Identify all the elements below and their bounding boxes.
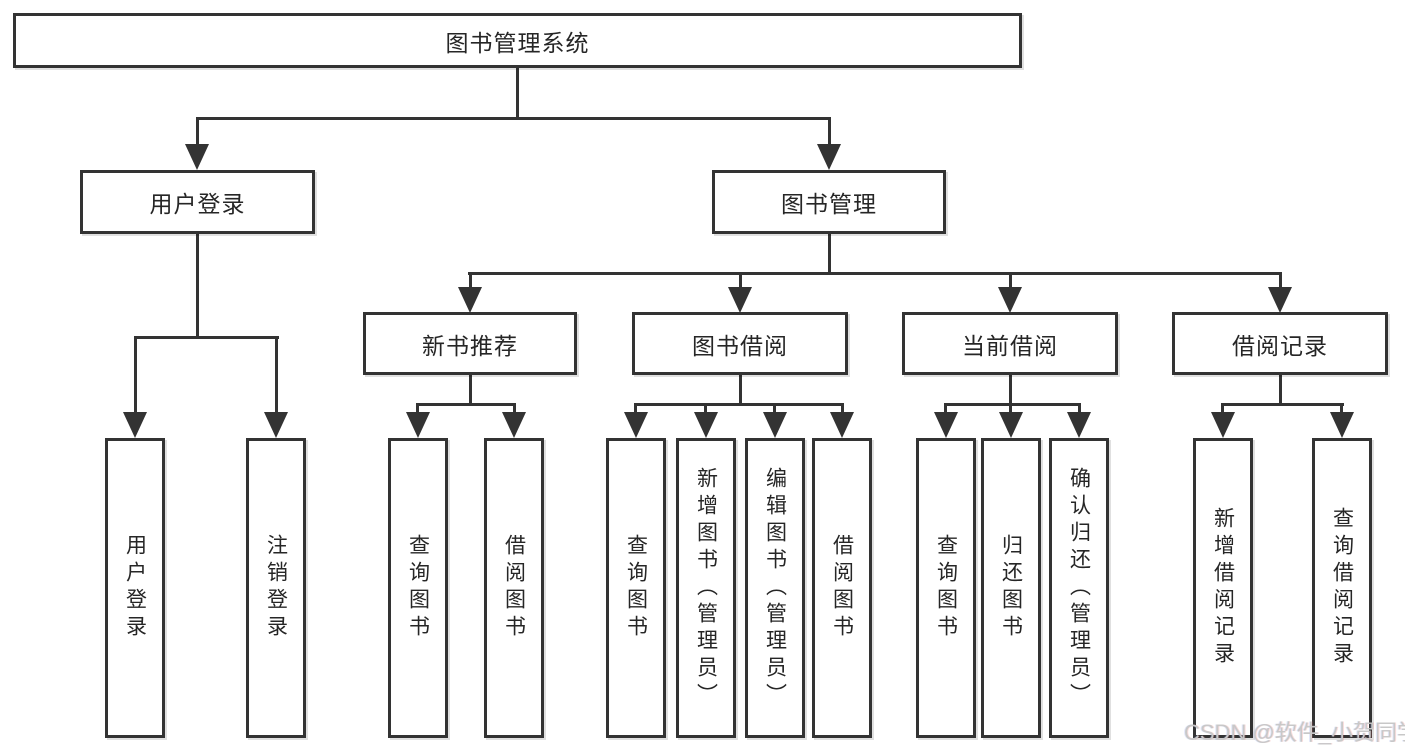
node-label: 当前借阅 <box>962 332 1058 359</box>
arrowhead-to-query-books-3 <box>934 412 958 438</box>
leaf-query-books-1: 查询图书 <box>388 438 448 738</box>
node-label: 图书管理 <box>781 191 877 217</box>
node-label: 图书借阅 <box>692 332 788 359</box>
leaf-label: 查询图书 <box>934 534 958 642</box>
leaf-query-borrow-record: 查询借阅记录 <box>1312 438 1372 738</box>
connector-rec-stem-2 <box>513 403 516 415</box>
leaf-label: 借阅图书 <box>830 534 854 642</box>
connector-bookmgmt-stem <box>828 234 831 275</box>
connector-records-hbar <box>1221 403 1344 406</box>
connector-current-stem-2 <box>1009 403 1012 415</box>
connector-rec-hbar <box>416 403 516 406</box>
connector-current-hbar <box>944 403 1081 406</box>
node-book-management: 图书管理 <box>712 170 946 234</box>
watermark-csdn: CSDN @软件_小贺同学 <box>1184 720 1405 745</box>
connector-records-stem <box>1279 375 1282 406</box>
connector-records-stem-1 <box>1221 403 1224 415</box>
node-library-management-system: 图书管理系统 <box>13 13 1022 68</box>
leaf-label: 借阅图书 <box>502 534 526 642</box>
connector-userlogin-hbar <box>134 336 279 339</box>
leaf-confirm-return-admin: 确认归还（管理员） <box>1049 438 1109 738</box>
leaf-logout: 注销登录 <box>246 438 306 738</box>
leaf-label: 确认归还（管理员） <box>1067 466 1091 710</box>
leaf-label: 查询图书 <box>624 534 648 642</box>
node-new-book-recommendation: 新书推荐 <box>363 312 577 375</box>
connector-borrowing-hbar <box>634 403 844 406</box>
connector-borrowing-stem-2 <box>704 403 707 415</box>
leaf-label: 查询图书 <box>406 534 430 642</box>
arrowhead-to-edit-book-admin <box>763 412 787 438</box>
connector-current-stem <box>1009 375 1012 406</box>
arrowhead-to-leaf-user-login <box>123 412 147 438</box>
leaf-user-login: 用户登录 <box>105 438 165 738</box>
leaf-label: 新增借阅记录 <box>1211 507 1235 669</box>
leaf-label: 用户登录 <box>123 534 147 642</box>
node-label: 新书推荐 <box>422 332 518 359</box>
node-user-login: 用户登录 <box>80 170 315 234</box>
connector-records-stem-2 <box>1340 403 1343 415</box>
arrowhead-to-borrow-books-2 <box>830 412 854 438</box>
arrowhead-to-current-borrowing <box>998 287 1022 313</box>
arrowhead-to-book-management <box>817 144 841 170</box>
leaf-borrow-books-1: 借阅图书 <box>484 438 544 738</box>
arrowhead-to-query-books-1 <box>406 412 430 438</box>
leaf-label: 归还图书 <box>999 534 1023 642</box>
connector-bookmgmt-stem-4 <box>1279 272 1282 289</box>
connector-current-stem-3 <box>1078 403 1081 415</box>
leaf-label: 查询借阅记录 <box>1330 507 1354 669</box>
connector-current-stem-1 <box>944 403 947 415</box>
connector-rec-stem-1 <box>416 403 419 415</box>
leaf-add-book-admin: 新增图书（管理员） <box>676 438 736 738</box>
leaf-label: 编辑图书（管理员） <box>763 466 787 710</box>
leaf-edit-book-admin: 编辑图书（管理员） <box>745 438 805 738</box>
leaf-label: 新增图书（管理员） <box>694 466 718 710</box>
arrowhead-to-borrow-books-1 <box>502 412 526 438</box>
node-book-borrowing: 图书借阅 <box>632 312 848 375</box>
arrowhead-to-book-borrowing <box>728 287 752 313</box>
leaf-query-books-2: 查询图书 <box>606 438 666 738</box>
leaf-return-book: 归还图书 <box>981 438 1041 738</box>
arrowhead-to-query-borrow-record <box>1330 412 1354 438</box>
connector-bookmgmt-hbar <box>468 272 1282 275</box>
arrowhead-to-leaf-logout <box>264 412 288 438</box>
leaf-add-borrow-record: 新增借阅记录 <box>1193 438 1253 738</box>
connector-root-right-stem <box>828 117 831 146</box>
connector-userlogin-stem <box>196 234 199 339</box>
arrowhead-to-user-login <box>185 144 209 170</box>
connector-borrowing-stem-3 <box>773 403 776 415</box>
arrowhead-to-confirm-return-admin <box>1067 412 1091 438</box>
node-label: 用户登录 <box>149 191 246 217</box>
connector-borrowing-stem-1 <box>634 403 637 415</box>
arrowhead-to-add-book-admin <box>694 412 718 438</box>
connector-root-hbar <box>196 117 831 120</box>
node-label: 图书管理系统 <box>445 29 590 56</box>
connector-bookmgmt-stem-3 <box>1009 272 1012 289</box>
connector-userlogin-left-stem <box>134 336 137 414</box>
connector-root-stem <box>516 68 519 120</box>
connector-bookmgmt-stem-1 <box>469 272 472 289</box>
arrowhead-to-borrowing-records <box>1268 287 1292 313</box>
connector-userlogin-right-stem <box>275 336 278 414</box>
connector-borrowing-stem <box>739 375 742 406</box>
node-borrowing-records: 借阅记录 <box>1172 312 1388 375</box>
arrowhead-to-query-books-2 <box>624 412 648 438</box>
connector-borrowing-stem-4 <box>841 403 844 415</box>
arrowhead-to-new-book-recommendation <box>458 287 482 313</box>
arrowhead-to-return-book <box>999 412 1023 438</box>
arrowhead-to-add-borrow-record <box>1211 412 1235 438</box>
connector-bookmgmt-stem-2 <box>739 272 742 289</box>
leaf-query-books-3: 查询图书 <box>916 438 976 738</box>
leaf-label: 注销登录 <box>264 534 288 642</box>
connector-root-left-stem <box>196 117 199 146</box>
node-current-borrowing: 当前借阅 <box>902 312 1118 375</box>
node-label: 借阅记录 <box>1232 332 1328 359</box>
leaf-borrow-books-2: 借阅图书 <box>812 438 872 738</box>
connector-rec-stem <box>469 375 472 406</box>
